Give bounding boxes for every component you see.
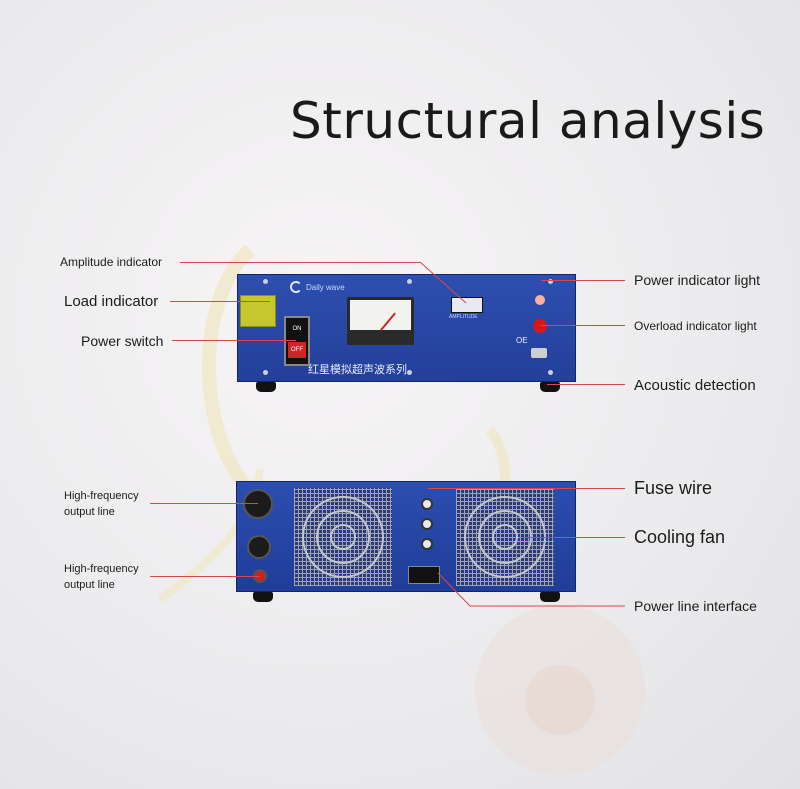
hf-output-connector-middle <box>247 535 271 559</box>
fan-grill <box>492 524 518 550</box>
leader-line <box>180 262 420 263</box>
front-left-foot <box>256 382 276 392</box>
fuse-holder <box>421 538 433 550</box>
page-title: Structural analysis <box>290 92 766 150</box>
fan-grill <box>316 510 370 564</box>
label-overload-indicator-light: Overload indicator light <box>634 319 757 333</box>
label-hf-output-line-1: High-frequency output line <box>64 490 139 518</box>
amplitude-meter <box>347 297 414 345</box>
back-left-foot <box>253 592 273 602</box>
leader-line <box>428 488 625 489</box>
hf-output-connector-top <box>243 489 273 519</box>
leader-line <box>521 537 625 538</box>
acoustic-detection-switch <box>531 348 547 358</box>
screw <box>263 279 268 284</box>
overload-indicator-led <box>533 319 547 333</box>
leader-line <box>541 280 625 281</box>
leader-line <box>150 503 258 504</box>
fan-grill <box>330 524 356 550</box>
label-power-line-interface: Power line interface <box>634 598 757 614</box>
power-switch: ON OFF <box>284 316 310 366</box>
fan-grill <box>302 496 384 578</box>
switch-off-label: OFF <box>288 342 306 358</box>
load-indicator-lamp <box>240 295 276 327</box>
label-power-indicator-light: Power indicator light <box>634 272 761 288</box>
fuse-holder <box>421 518 433 530</box>
screw <box>407 370 412 375</box>
meter-face <box>350 300 411 331</box>
brand-logo-icon <box>290 281 302 293</box>
brand-name: Daily wave <box>306 283 345 292</box>
leader-line <box>541 325 625 326</box>
back-right-foot <box>540 592 560 602</box>
screw <box>548 279 553 284</box>
screw <box>548 370 553 375</box>
leader-line <box>172 340 296 341</box>
oe-label: OE <box>516 336 528 345</box>
front-right-foot <box>540 382 560 392</box>
label-load-indicator: Load indicator <box>64 293 159 310</box>
label-fuse-wire: Fuse wire <box>634 478 713 498</box>
leader-line <box>170 301 270 302</box>
amplitude-caption: AMPLITUDE <box>449 314 478 320</box>
label-hf-output-line-2: High-frequency output line <box>64 563 139 591</box>
switch-on-label: ON <box>292 326 302 332</box>
screw <box>407 279 412 284</box>
leader-line <box>547 384 625 385</box>
label-power-switch: Power switch <box>81 333 164 349</box>
power-indicator-led <box>535 295 545 305</box>
label-amplitude-indicator: Amplitude indicator <box>60 255 163 269</box>
amplitude-indicator-display <box>451 297 483 313</box>
label-acoustic-detection: Acoustic detection <box>634 377 756 394</box>
screw <box>263 370 268 375</box>
label-cooling-fan: Cooling fan <box>634 527 726 547</box>
fuse-holder <box>421 498 433 510</box>
cooling-fan-left <box>294 488 392 586</box>
series-text: 红星模拟超声波系列 <box>308 363 407 376</box>
leader-line <box>150 576 260 577</box>
